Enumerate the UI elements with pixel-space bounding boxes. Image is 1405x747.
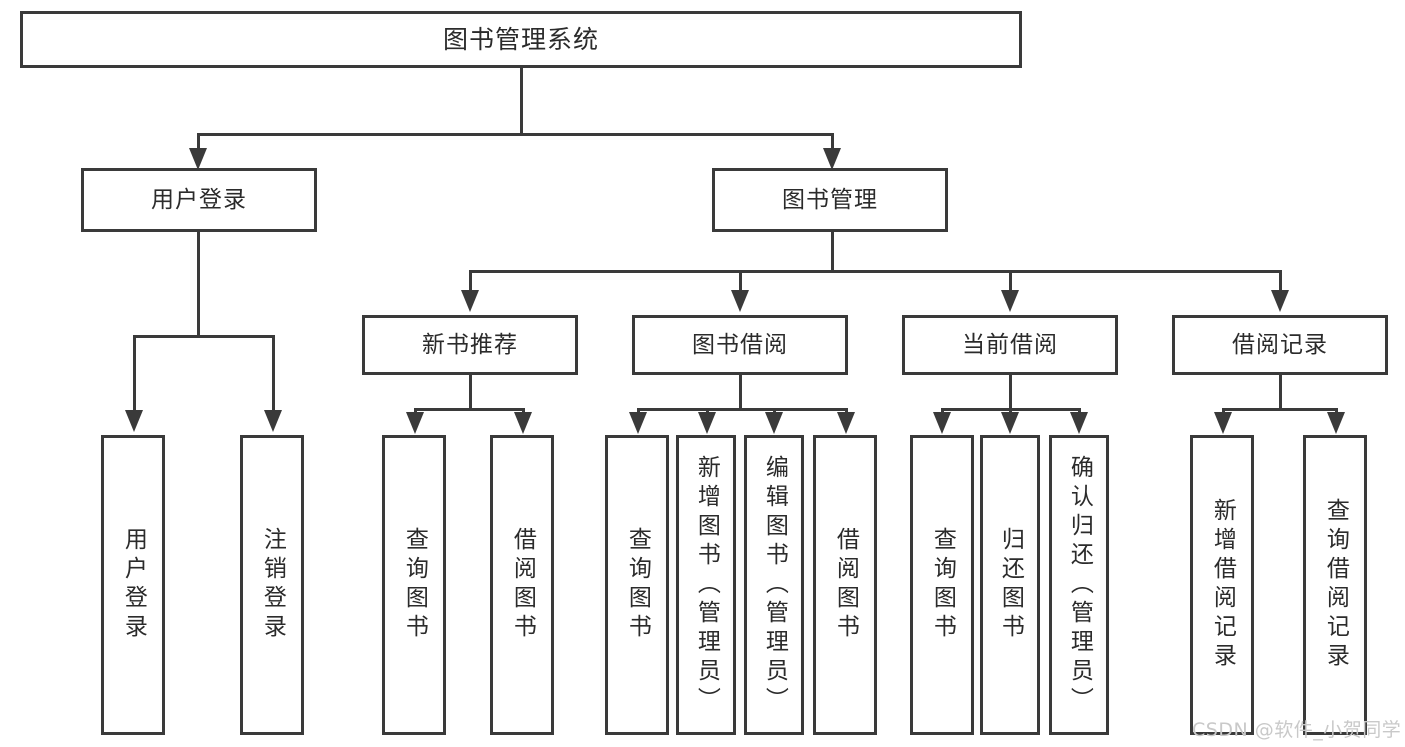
node-leaf-return-book[interactable]: 归还图书 <box>980 435 1040 735</box>
node-label: 确认归还（管理员） <box>1066 454 1093 716</box>
node-label: 查询图书 <box>929 527 956 643</box>
connector-root-to-book-management <box>831 133 834 160</box>
connector-to-current-borrow <box>1009 270 1012 295</box>
arrowhead-leaf-query-book-2 <box>629 412 647 434</box>
node-leaf-user-login[interactable]: 用户登录 <box>101 435 165 735</box>
node-leaf-query-book-current[interactable]: 查询图书 <box>910 435 974 735</box>
arrowhead-book-borrow <box>731 290 749 312</box>
node-label: 借阅图书 <box>832 527 859 643</box>
connector-user-login-leaf-2 <box>272 335 275 415</box>
node-label: 图书借阅 <box>692 331 788 358</box>
node-new-book-recommend[interactable]: 新书推荐 <box>362 315 578 375</box>
node-label: 用户登录 <box>151 186 247 213</box>
connector-user-login-leaf-1 <box>133 335 136 415</box>
arrowhead-leaf-user-login <box>125 410 143 432</box>
connector-borrow-record-fork-bar <box>1222 408 1338 411</box>
arrowhead-borrow-record <box>1271 290 1289 312</box>
connector-borrow-record-stem <box>1279 375 1282 411</box>
arrowhead-leaf-edit-book <box>765 412 783 434</box>
connector-to-new-book-recommend <box>469 270 472 295</box>
node-label: 图书管理系统 <box>442 24 599 54</box>
arrowhead-current-borrow <box>1001 290 1019 312</box>
node-label: 借阅图书 <box>509 527 536 643</box>
connector-book-management-fork-bar <box>469 270 1279 273</box>
node-label: 用户登录 <box>120 527 147 643</box>
arrowhead-leaf-query-book-3 <box>933 412 951 434</box>
arrowhead-leaf-borrow-book-1 <box>514 412 532 434</box>
node-current-borrow[interactable]: 当前借阅 <box>902 315 1118 375</box>
node-label: 新书推荐 <box>422 331 518 358</box>
node-leaf-add-record[interactable]: 新增借阅记录 <box>1190 435 1254 735</box>
node-label: 查询借阅记录 <box>1322 498 1349 672</box>
node-book-management[interactable]: 图书管理 <box>712 168 948 232</box>
arrowhead-user-login <box>189 148 207 170</box>
node-borrow-record[interactable]: 借阅记录 <box>1172 315 1388 375</box>
arrowhead-book-management <box>823 148 841 170</box>
node-user-login[interactable]: 用户登录 <box>81 168 317 232</box>
node-leaf-query-record[interactable]: 查询借阅记录 <box>1303 435 1367 735</box>
node-leaf-confirm-return[interactable]: 确认归还（管理员） <box>1049 435 1109 735</box>
arrowhead-leaf-add-record <box>1214 412 1232 434</box>
connector-book-management-stem <box>831 232 834 273</box>
connector-current-borrow-stem <box>1009 375 1012 411</box>
node-label: 归还图书 <box>997 527 1024 643</box>
connector-to-borrow-record <box>1279 270 1282 295</box>
node-leaf-query-book-recommend[interactable]: 查询图书 <box>382 435 446 735</box>
node-label: 新增借阅记录 <box>1209 498 1236 672</box>
connector-root-to-user-login <box>197 133 200 160</box>
connector-new-book-recommend-stem <box>469 375 472 411</box>
node-root-system[interactable]: 图书管理系统 <box>20 11 1022 68</box>
arrowhead-leaf-confirm-return <box>1070 412 1088 434</box>
node-label: 新增图书（管理员） <box>693 454 720 716</box>
node-leaf-edit-book[interactable]: 编辑图书（管理员） <box>744 435 804 735</box>
node-leaf-borrow-book[interactable]: 借阅图书 <box>813 435 877 735</box>
connector-root-stem <box>520 68 523 135</box>
node-book-borrow[interactable]: 图书借阅 <box>632 315 848 375</box>
node-label: 注销登录 <box>259 527 286 643</box>
arrowhead-leaf-user-logout <box>264 410 282 432</box>
node-leaf-add-book[interactable]: 新增图书（管理员） <box>676 435 736 735</box>
node-leaf-borrow-book-recommend[interactable]: 借阅图书 <box>490 435 554 735</box>
connector-to-book-borrow <box>739 270 742 295</box>
connector-book-borrow-stem <box>739 375 742 411</box>
arrowhead-leaf-query-record <box>1327 412 1345 434</box>
arrowhead-leaf-return-book <box>1001 412 1019 434</box>
connector-book-borrow-fork-bar <box>637 408 848 411</box>
arrowhead-leaf-borrow-book-2 <box>837 412 855 434</box>
connector-root-fork-bar <box>197 133 834 136</box>
arrowhead-leaf-add-book <box>698 412 716 434</box>
node-label: 查询图书 <box>624 527 651 643</box>
node-leaf-user-logout[interactable]: 注销登录 <box>240 435 304 735</box>
node-label: 借阅记录 <box>1232 331 1328 358</box>
connector-user-login-fork-bar <box>133 335 275 338</box>
node-label: 查询图书 <box>401 527 428 643</box>
node-label: 编辑图书（管理员） <box>761 454 788 716</box>
arrowhead-leaf-query-book-1 <box>406 412 424 434</box>
connector-user-login-stem <box>197 232 200 338</box>
node-label: 图书管理 <box>782 186 878 213</box>
node-label: 当前借阅 <box>962 331 1058 358</box>
connector-new-book-recommend-fork-bar <box>414 408 525 411</box>
node-leaf-query-book-borrow[interactable]: 查询图书 <box>605 435 669 735</box>
arrowhead-new-book-recommend <box>461 290 479 312</box>
